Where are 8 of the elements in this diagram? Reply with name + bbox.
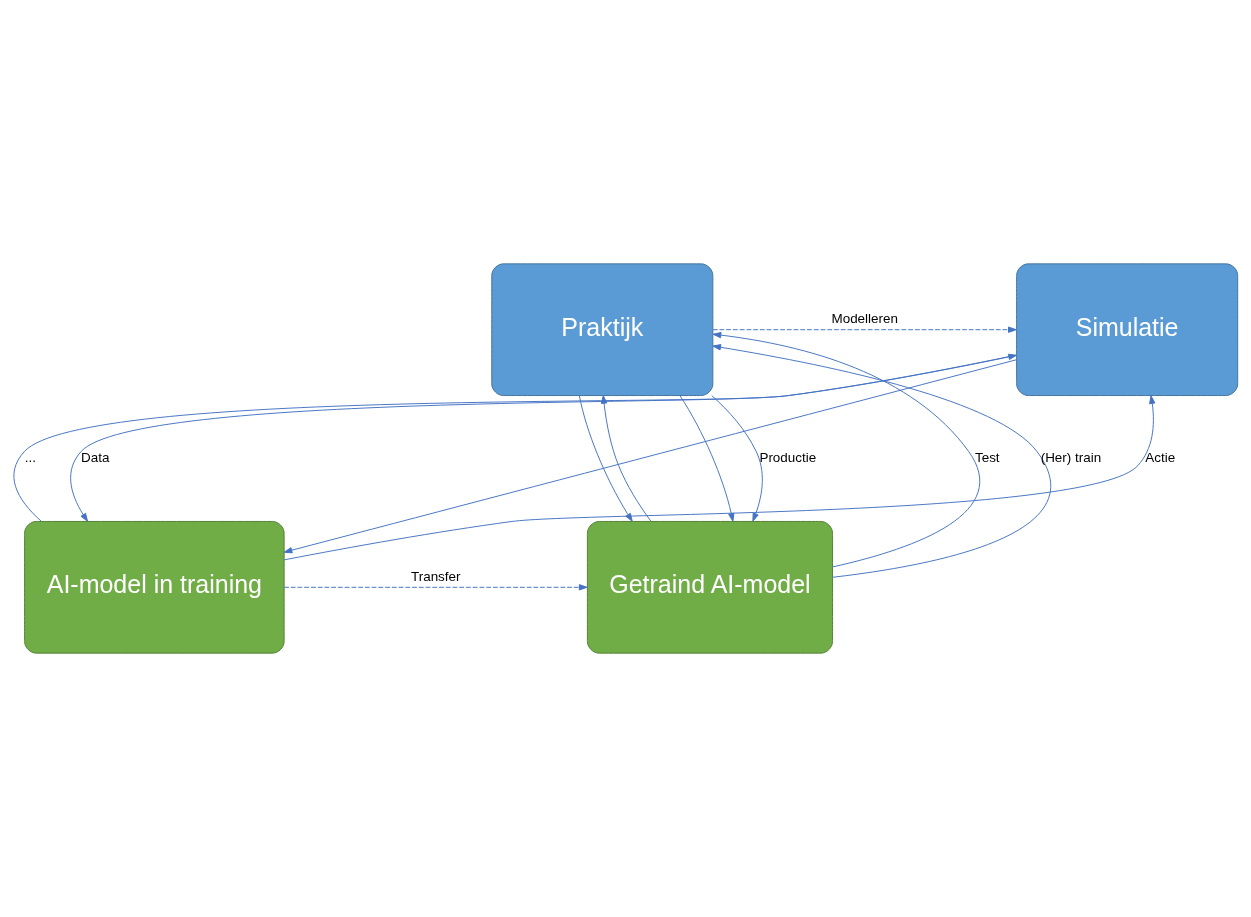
edge-label: Test — [974, 450, 1000, 466]
edge-label: Productie — [759, 450, 817, 466]
edge-label: Data — [81, 450, 110, 466]
edge-label: ... — [24, 450, 36, 466]
edge-label: (Her) train — [1040, 450, 1102, 466]
edge-label: Modelleren — [831, 311, 898, 327]
edge-label: Transfer — [411, 568, 461, 584]
edge-label: Actie — [1145, 450, 1176, 466]
